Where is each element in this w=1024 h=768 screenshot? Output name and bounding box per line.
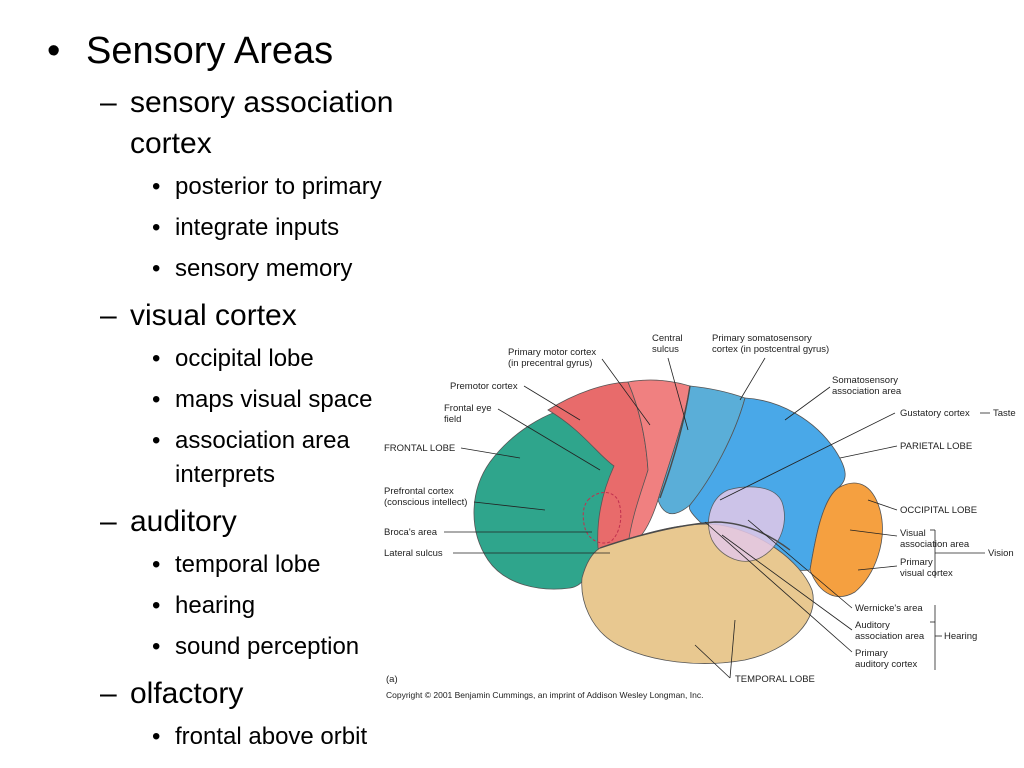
label-prefrontal-2: (conscious intellect) bbox=[384, 497, 467, 508]
label-auditory-assoc-1: Auditory bbox=[855, 620, 890, 631]
label-primary-motor-1: Primary motor cortex bbox=[508, 347, 596, 358]
dash-marker: – bbox=[100, 86, 117, 119]
list-item-cont: interprets bbox=[175, 461, 276, 488]
heading-auditory: auditory bbox=[130, 505, 237, 538]
list-item: association area bbox=[175, 427, 350, 454]
dash-marker: – bbox=[100, 677, 117, 710]
label-primary-auditory-1: Primary bbox=[855, 648, 888, 659]
label-prefrontal-1: Prefrontal cortex bbox=[384, 486, 454, 497]
bullet-marker: • bbox=[152, 255, 161, 282]
bullet-marker: • bbox=[152, 386, 161, 413]
label-wernickes: Wernicke's area bbox=[855, 603, 923, 614]
label-primary-somatosensory-2: cortex (in postcentral gyrus) bbox=[712, 344, 829, 355]
label-central-sulcus-2: sulcus bbox=[652, 344, 679, 355]
label-copyright: Copyright © 2001 Benjamin Cummings, an i… bbox=[386, 690, 703, 700]
bullet-marker: • bbox=[152, 633, 161, 660]
brain-diagram: Central sulcus Primary motor cortex (in … bbox=[384, 333, 1016, 700]
bullet-marker: • bbox=[152, 592, 161, 619]
bullet-marker: • bbox=[152, 214, 161, 241]
label-visual-assoc-1: Visual bbox=[900, 528, 926, 539]
list-item: sound perception bbox=[175, 633, 360, 660]
label-frontal-lobe: FRONTAL LOBE bbox=[384, 443, 455, 454]
heading-sensory-association-cont: cortex bbox=[130, 127, 212, 160]
label-somatosensory-assoc-2: association area bbox=[832, 386, 902, 397]
label-lateral-sulcus: Lateral sulcus bbox=[384, 548, 443, 559]
central-sulcus-line bbox=[659, 385, 691, 499]
label-gustatory: Gustatory cortex bbox=[900, 408, 970, 419]
list-item: maps visual space bbox=[175, 386, 373, 413]
leader-lines bbox=[444, 357, 990, 679]
slide-title: Sensory Areas bbox=[86, 30, 334, 72]
label-primary-motor-2: (in precentral gyrus) bbox=[508, 358, 592, 369]
heading-olfactory: olfactory bbox=[130, 677, 244, 710]
bullet-marker: • bbox=[152, 345, 161, 372]
label-primary-somatosensory-1: Primary somatosensory bbox=[712, 333, 812, 344]
list-item: posterior to primary bbox=[175, 173, 382, 200]
bullet-marker: • bbox=[152, 551, 161, 578]
label-hearing: Hearing bbox=[944, 631, 977, 642]
label-primary-auditory-2: auditory cortex bbox=[855, 659, 918, 670]
list-item: occipital lobe bbox=[175, 345, 314, 372]
heading-sensory-association: sensory association bbox=[130, 86, 394, 119]
label-visual-assoc-2: association area bbox=[900, 539, 970, 550]
bullet-marker: • bbox=[152, 723, 161, 750]
bullet-marker: • bbox=[152, 427, 161, 454]
label-auditory-assoc-2: association area bbox=[855, 631, 925, 642]
list-item: sensory memory bbox=[175, 255, 353, 282]
label-somatosensory-assoc-1: Somatosensory bbox=[832, 375, 898, 386]
list-item: hearing bbox=[175, 592, 256, 619]
label-temporal-lobe: TEMPORAL LOBE bbox=[735, 674, 815, 685]
label-occipital-lobe: OCCIPITAL LOBE bbox=[900, 505, 977, 516]
label-vision: Vision bbox=[988, 548, 1014, 559]
heading-visual-cortex: visual cortex bbox=[130, 299, 297, 332]
list-item: integrate inputs bbox=[175, 214, 340, 241]
label-premotor: Premotor cortex bbox=[450, 381, 518, 392]
label-frontal-eye-1: Frontal eye bbox=[444, 403, 492, 414]
label-taste: Taste bbox=[993, 408, 1016, 419]
label-primary-visual-1: Primary bbox=[900, 557, 933, 568]
label-central-sulcus-1: Central bbox=[652, 333, 683, 344]
bullet-marker: • bbox=[152, 173, 161, 200]
dash-marker: – bbox=[100, 299, 117, 332]
label-parietal-lobe: PARIETAL LOBE bbox=[900, 441, 972, 452]
brocas-area-outline bbox=[582, 492, 622, 544]
bullet-marker: • bbox=[47, 30, 61, 72]
occipital-lobe-region bbox=[809, 482, 883, 597]
label-brocas: Broca's area bbox=[384, 527, 438, 538]
label-frontal-eye-2: field bbox=[444, 414, 461, 425]
lateral-sulcus-line bbox=[599, 521, 791, 551]
list-item: temporal lobe bbox=[175, 551, 321, 578]
list-item: frontal above orbit bbox=[175, 723, 368, 750]
label-panel: (a) bbox=[386, 674, 398, 685]
dash-marker: – bbox=[100, 505, 117, 538]
label-primary-visual-2: visual cortex bbox=[900, 568, 953, 579]
